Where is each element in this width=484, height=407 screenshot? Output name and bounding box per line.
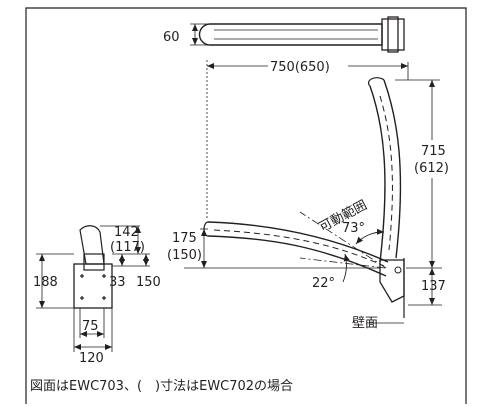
wall-plate-dims xyxy=(36,225,150,352)
dim-750-label: 750(650) xyxy=(270,60,330,75)
dim-142-label: 142 xyxy=(114,225,139,240)
dim-175-label: 175 xyxy=(172,231,197,246)
dim-75-label: 75 xyxy=(82,319,99,334)
dim-150-label: (150) xyxy=(167,248,202,263)
grab-bar-side-view xyxy=(203,77,405,318)
dim-175 xyxy=(184,228,380,269)
dim-150-plate-label: 150 xyxy=(136,275,161,290)
caption: 図面はEWC703、( )寸法はEWC702の場合 xyxy=(30,379,293,394)
dim-750 xyxy=(206,60,409,220)
dim-120-label: 120 xyxy=(79,351,104,366)
top-view xyxy=(190,16,405,53)
dim-33-label: 33 xyxy=(109,275,126,290)
dim-137-label: 137 xyxy=(421,279,446,294)
dim-117-label: (117) xyxy=(110,240,145,255)
dim-715-label: 715 xyxy=(421,144,446,159)
rotation-arcs xyxy=(342,228,385,283)
down-angle-label: 22° xyxy=(312,276,335,291)
wall-plate-front-view xyxy=(73,225,113,309)
range-angle-label: 73° xyxy=(342,221,365,236)
drawing-frame xyxy=(25,7,467,404)
axis-lines xyxy=(299,211,387,269)
dim-137 xyxy=(408,268,442,306)
dim-612-label: (612) xyxy=(414,161,449,176)
dim-60-label: 60 xyxy=(163,30,180,45)
wall-label: 壁面 xyxy=(352,316,378,331)
dim-188-label: 188 xyxy=(33,275,58,290)
